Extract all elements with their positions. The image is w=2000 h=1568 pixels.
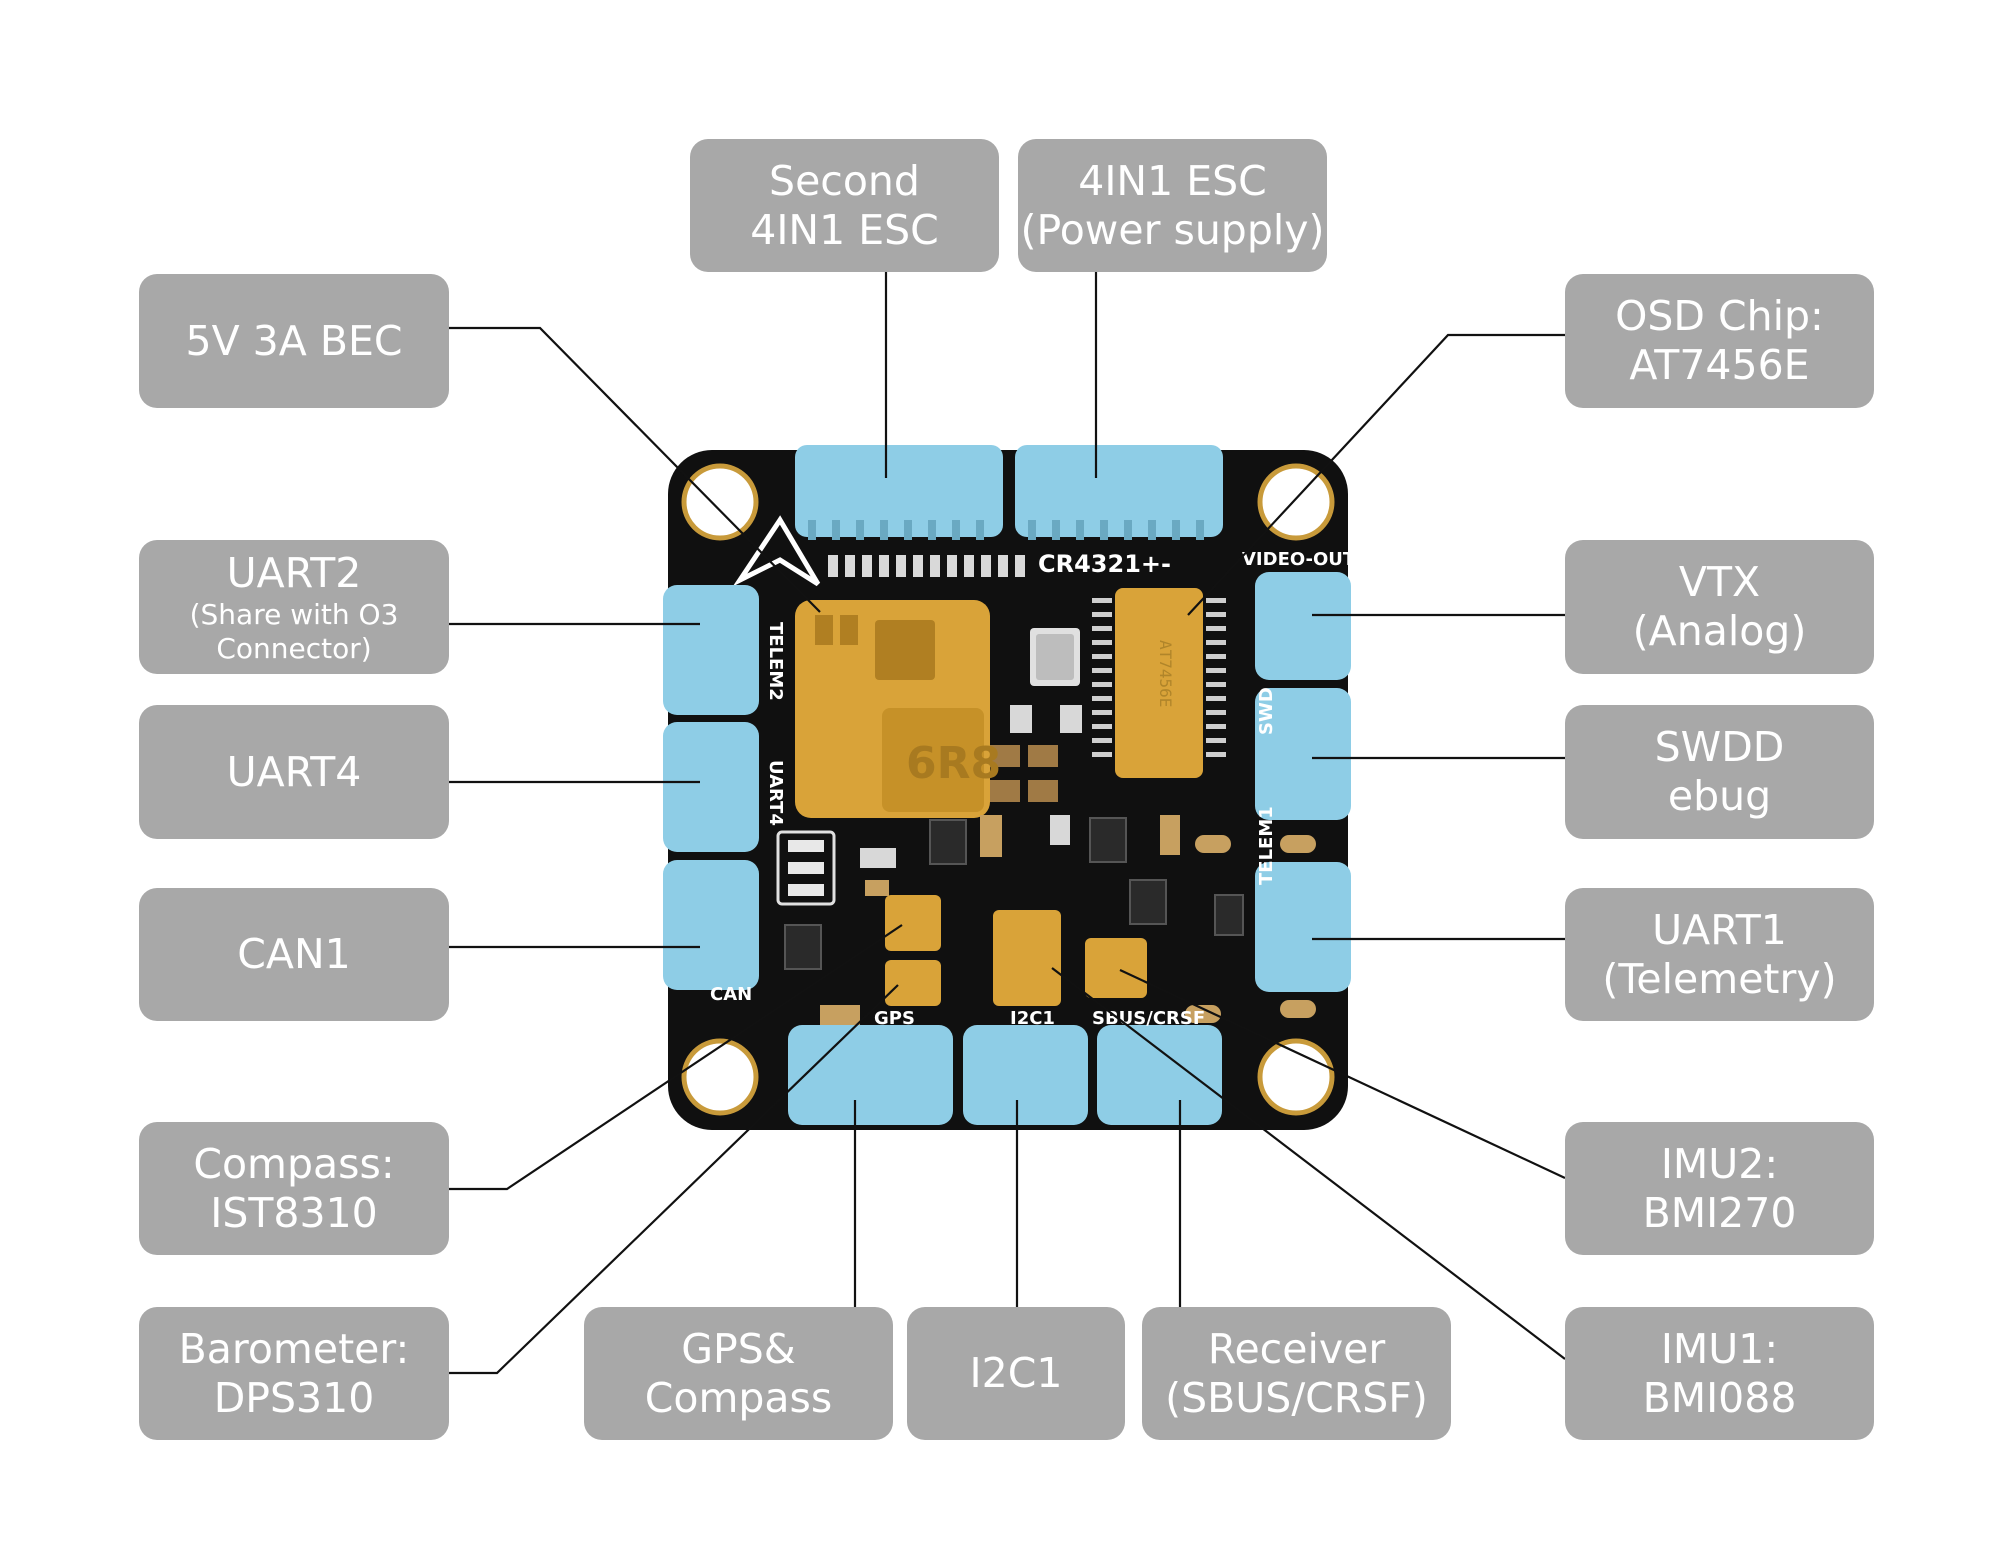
label-uart2-line1: UART2 <box>226 548 362 597</box>
label-i2c1: I2C1 <box>907 1307 1125 1440</box>
imu2-chip <box>1085 938 1147 998</box>
label-uart1-line1: UART1 <box>1652 905 1787 954</box>
crystal-oscillator <box>1030 628 1080 686</box>
label-receiver-line1: Receiver <box>1207 1324 1386 1373</box>
label-gps-line1: GPS& <box>681 1324 796 1373</box>
board-name: CR4321+- <box>1038 550 1171 578</box>
label-gps-line2: Compass <box>644 1373 833 1422</box>
leader-line-osd <box>1187 333 1565 616</box>
label-imu1-line1: IMU1: <box>1660 1324 1779 1373</box>
label-uart4-line1: UART4 <box>226 747 362 796</box>
label-can1-line1: CAN1 <box>237 930 351 978</box>
label-receiver-line2: (SBUS/CRSF) <box>1165 1373 1428 1422</box>
leader-line-compass <box>449 924 903 1191</box>
connector-telem2 <box>663 585 759 715</box>
label-second-esc: Second 4IN1 ESC <box>690 139 999 272</box>
mounting-hole <box>681 463 759 541</box>
label-uart4: UART4 <box>139 705 449 839</box>
label-power-esc-line1: 4IN1 ESC <box>1078 156 1267 205</box>
video-out-silk: VIDEO-OUT <box>1242 549 1356 570</box>
label-baro: Barometer: DPS310 <box>139 1307 449 1440</box>
label-osd-line1: OSD Chip: <box>1615 292 1824 340</box>
label-imu1-line2: BMI088 <box>1642 1373 1797 1422</box>
connector-uart4 <box>663 722 759 852</box>
osd-chip <box>1092 588 1226 778</box>
telem2-silk: TELEM2 <box>765 622 786 701</box>
label-second-esc-line2: 4IN1 ESC <box>750 205 939 254</box>
label-bec: 5V 3A BEC <box>139 274 449 408</box>
label-vtx-line1: VTX <box>1678 558 1761 606</box>
label-bec-line1: 5V 3A BEC <box>185 316 403 365</box>
telem1-silk: TELEM1 <box>1256 806 1277 885</box>
connector-swd <box>1255 688 1351 820</box>
connector-i2c1 <box>963 1025 1088 1125</box>
label-uart1: UART1 (Telemetry) <box>1565 888 1874 1021</box>
label-can1: CAN1 <box>139 888 449 1021</box>
label-uart2: UART2 (Share with O3 Connector) <box>139 540 449 674</box>
label-vtx-line2: (Analog) <box>1632 607 1807 655</box>
label-swd: SWDD ebug <box>1565 705 1874 839</box>
barometer-chip <box>885 960 941 1006</box>
compass-chip <box>885 895 941 951</box>
label-compass-line1: Compass: <box>193 1139 395 1188</box>
uart4-silk: UART4 <box>765 760 786 826</box>
swd-silk: SWD <box>1256 687 1277 735</box>
passive-components <box>784 705 1316 1025</box>
leader-line-baro <box>449 984 899 1375</box>
can-silk: CAN <box>710 984 752 1005</box>
label-imu1: IMU1: BMI088 <box>1565 1307 1874 1440</box>
leader-line-imu1 <box>1051 967 1566 1360</box>
label-uart1-line2: (Telemetry) <box>1602 954 1837 1003</box>
status-leds <box>776 830 836 906</box>
bec-module <box>795 600 990 818</box>
leader-line-bec <box>449 326 821 613</box>
connector-second-esc <box>795 445 1003 540</box>
label-imu2-line2: BMI270 <box>1642 1188 1797 1237</box>
label-vtx: VTX (Analog) <box>1565 540 1874 674</box>
label-baro-line1: Barometer: <box>178 1324 410 1373</box>
label-receiver: Receiver (SBUS/CRSF) <box>1142 1307 1451 1440</box>
connector-power-esc <box>1015 445 1223 540</box>
label-baro-line2: DPS310 <box>213 1373 375 1422</box>
label-i2c1-line1: I2C1 <box>969 1349 1063 1397</box>
imu1-chip <box>993 910 1061 1006</box>
connector-gps <box>788 1025 953 1125</box>
label-osd-line2: AT7456E <box>1629 341 1810 389</box>
gps-silk: GPS <box>874 1008 915 1029</box>
label-swd-line2: ebug <box>1667 772 1772 820</box>
label-power-esc-line2: (Power supply) <box>1020 205 1325 254</box>
mounting-hole <box>1257 463 1335 541</box>
leader-lines <box>449 272 1566 1375</box>
mounting-hole <box>681 1038 759 1116</box>
sbus-crsf-silk: SBUS/CRSF <box>1092 1008 1205 1029</box>
leader-line-imu2 <box>1119 969 1566 1179</box>
inductor-mark: 6R8 <box>906 738 1001 789</box>
i2c1-silk: I2C1 <box>1010 1008 1055 1029</box>
solder-pad-row <box>828 555 1025 577</box>
connector-can <box>663 860 759 990</box>
connector-telem1 <box>1255 862 1351 992</box>
brand-logo-icon <box>732 515 821 587</box>
label-power-esc: 4IN1 ESC (Power supply) <box>1018 139 1327 272</box>
label-gps: GPS& Compass <box>584 1307 893 1440</box>
flight-controller-board: CR4321+- VIDEO-OUT TELEM2 UART4 CAN GPS … <box>663 445 1356 1130</box>
label-osd: OSD Chip: AT7456E <box>1565 274 1874 408</box>
label-compass: Compass: IST8310 <box>139 1122 449 1255</box>
label-uart2-line3: Connector) <box>216 631 372 665</box>
label-compass-line2: IST8310 <box>210 1188 378 1237</box>
label-uart2-line2: (Share with O3 <box>189 597 399 631</box>
osd-chip-mark: AT7456E <box>1156 640 1175 707</box>
connector-sbus-crsf <box>1097 1025 1222 1125</box>
mounting-hole <box>1257 1038 1335 1116</box>
connector-video-out <box>1255 572 1351 680</box>
label-imu2-line1: IMU2: <box>1660 1139 1779 1188</box>
label-imu2: IMU2: BMI270 <box>1565 1122 1874 1255</box>
label-second-esc-line1: Second <box>769 156 920 205</box>
label-swd-line1: SWDD <box>1654 723 1785 771</box>
